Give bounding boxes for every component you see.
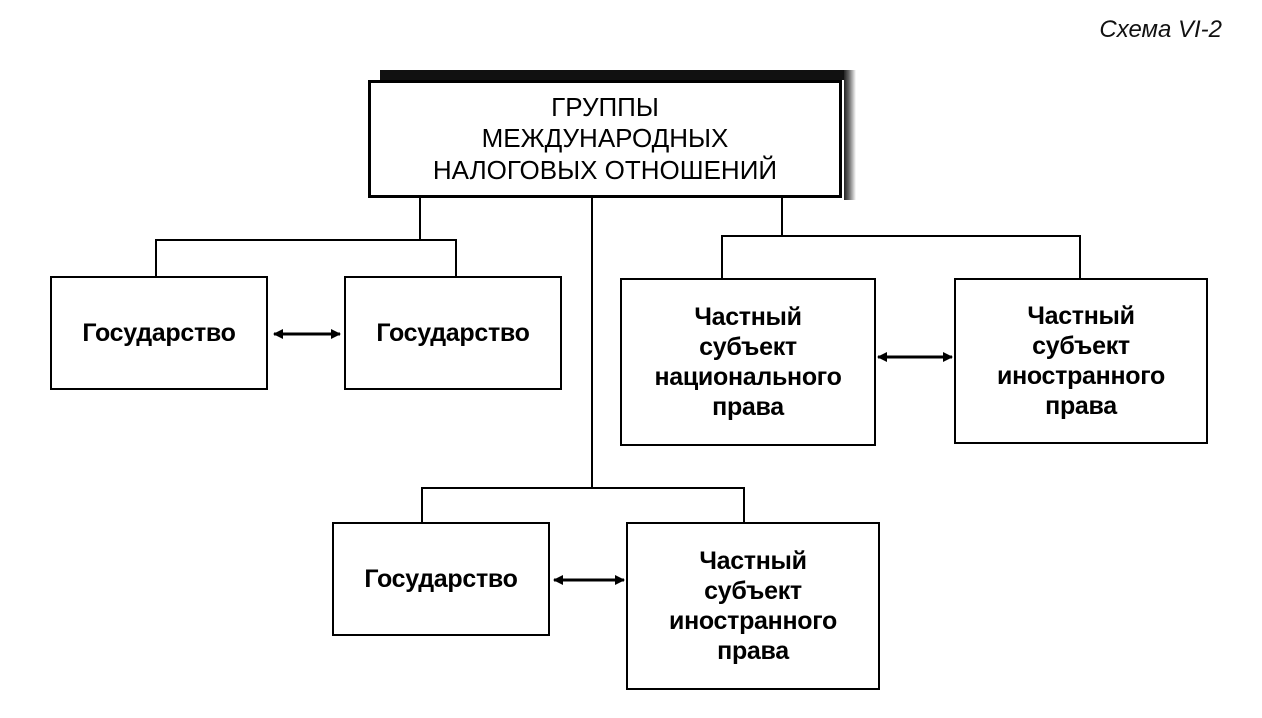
scheme-label: Схема VI-2 bbox=[1099, 16, 1222, 43]
bottom-foreign-subject-label: Частный субъект иностранного права bbox=[669, 547, 837, 665]
root-label: ГРУППЫ МЕЖДУНАРОДНЫХ НАЛОГОВЫХ ОТНОШЕНИЙ bbox=[432, 92, 778, 185]
connector-root-right bbox=[721, 198, 1081, 278]
connector-root-left bbox=[155, 198, 457, 276]
bottom-foreign-subject-box: Частный субъект иностранного права bbox=[626, 522, 880, 690]
connector-root-bottom bbox=[421, 198, 745, 522]
right-national-subject-box: Частный субъект национального права bbox=[620, 278, 876, 446]
bottom-state-box: Государство bbox=[332, 522, 550, 636]
root-shadow bbox=[380, 70, 856, 80]
right-foreign-subject-label: Частный субъект иностранного права bbox=[997, 302, 1165, 420]
left-state-b-box: Государство bbox=[344, 276, 562, 390]
right-foreign-subject-box: Частный субъект иностранного права bbox=[954, 278, 1208, 444]
right-national-subject-label: Частный субъект национального права bbox=[654, 303, 842, 421]
left-state-b-label: Государство bbox=[376, 319, 530, 347]
bottom-state-label: Государство bbox=[364, 565, 518, 593]
left-state-a-label: Государство bbox=[82, 319, 236, 347]
root-box: ГРУППЫ МЕЖДУНАРОДНЫХ НАЛОГОВЫХ ОТНОШЕНИЙ bbox=[368, 80, 842, 198]
left-state-a-box: Государство bbox=[50, 276, 268, 390]
root-shadow-right bbox=[844, 70, 856, 200]
